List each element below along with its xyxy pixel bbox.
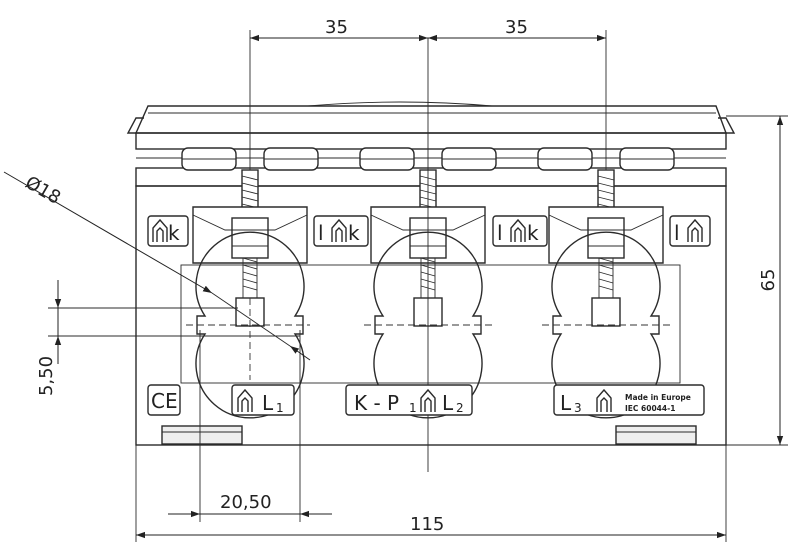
window-width-text: 20,50 — [220, 492, 272, 513]
pitch-left-text: 35 — [325, 17, 348, 38]
left-foot — [161, 425, 243, 445]
diameter-leader — [3, 171, 213, 294]
lid-ridge-curve — [307, 101, 493, 107]
label-l3-sub: 3 — [574, 401, 582, 415]
terminal-l3-text: l — [497, 221, 503, 245]
ce-mark-text: CE — [151, 389, 178, 413]
terminal-mark-k1 — [147, 215, 189, 247]
top-screw-heads — [181, 147, 675, 171]
top-lid — [134, 105, 728, 134]
ce-mark-box — [147, 384, 181, 416]
right-clip — [718, 117, 736, 134]
primary-window-1 — [195, 231, 305, 419]
height-text: 65 — [758, 269, 779, 292]
label-kp-main: K - P — [354, 391, 399, 415]
label-l1-sub: 1 — [276, 401, 284, 415]
dimension-lines: 35 35 65 115 20,50 5,50 Ø18 — [3, 17, 788, 542]
terminal-l2-text: l — [318, 221, 324, 245]
clamp-nut-1 — [231, 217, 269, 259]
label-l3-box — [553, 384, 705, 416]
terminal-marks: k l k l k l — [147, 215, 711, 247]
transformer-housing — [126, 101, 736, 446]
terminal-l4-text: l — [674, 221, 680, 245]
phase-3-terminal — [542, 169, 670, 419]
label-kp-sub: 1 — [409, 401, 417, 415]
right-foot — [615, 425, 697, 445]
contact-block-3 — [591, 297, 621, 327]
terminal-k3-text: k — [527, 221, 539, 245]
label-l2-sub: 2 — [456, 401, 464, 415]
left-clip — [126, 117, 144, 134]
screw-shaft-1 — [241, 169, 259, 209]
screw-shaft-3 — [597, 169, 615, 209]
bottom-labels: CE L 1 K - P 1 L 2 L 3 Made in Europe IE… — [147, 384, 705, 416]
terminal-mark-l4 — [669, 215, 711, 247]
terminal-mark-lk2 — [313, 215, 369, 247]
phase-1-terminal — [186, 169, 310, 419]
terminal-k2-text: k — [348, 221, 360, 245]
pitch-right-text: 35 — [505, 17, 528, 38]
standard-text: IEC 60044-1 — [625, 404, 675, 413]
label-l2-main: L — [442, 391, 454, 415]
upper-rail — [135, 132, 727, 150]
terminal-k1-text: k — [168, 221, 180, 245]
offset-text: 5,50 — [36, 356, 57, 396]
made-in-text: Made in Europe — [625, 393, 691, 402]
width-text: 115 — [410, 514, 444, 535]
label-kp-l2-box — [345, 384, 473, 416]
label-l1-main: L — [262, 391, 274, 415]
clamp-nut-3 — [587, 217, 625, 259]
terminal-mark-lk3 — [492, 215, 548, 247]
window-recess — [180, 264, 681, 384]
label-l3-main: L — [560, 391, 572, 415]
